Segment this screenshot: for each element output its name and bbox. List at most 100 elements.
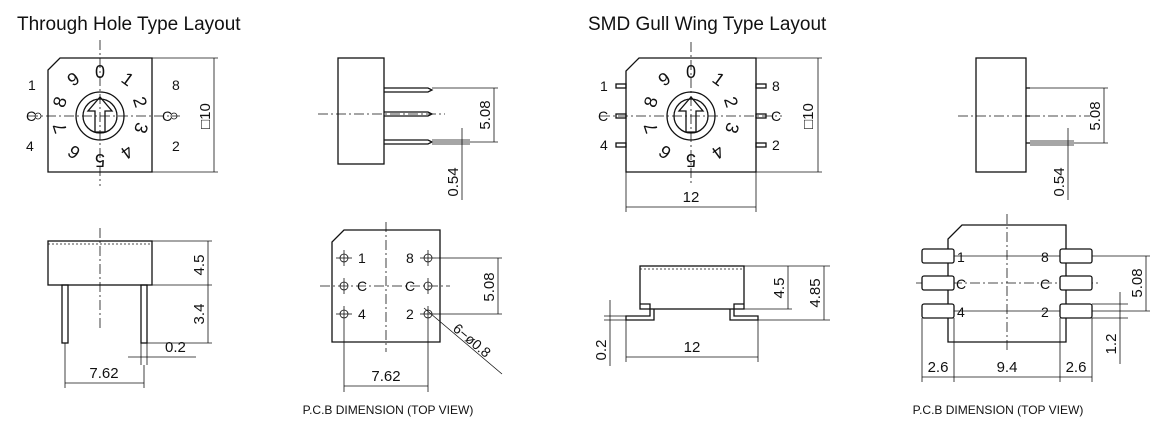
smd-dial-inner bbox=[673, 98, 709, 134]
th-digit-9: 9 bbox=[63, 68, 83, 90]
smd-pin-8-label: 8 bbox=[772, 78, 780, 94]
th-top-view: 0 1 2 3 4 5 6 7 8 9 1 C 4 8 C 2 □10 bbox=[26, 40, 218, 186]
th-dim-10: □10 bbox=[197, 103, 214, 129]
th-front-dim-34: 3.4 bbox=[191, 304, 208, 325]
smd-pin-c-right-label: C bbox=[771, 108, 781, 124]
smd-front-dim-02: 0.2 bbox=[593, 340, 610, 361]
th-front-dim-762: 7.62 bbox=[89, 365, 118, 382]
smd-front-body bbox=[639, 265, 745, 310]
smd-side-view: 5.08 0.54 bbox=[958, 57, 1108, 200]
smd-digit-7: 7 bbox=[640, 120, 662, 136]
th-front-dim-02: 0.2 bbox=[165, 339, 186, 356]
smd-top-lead-4 bbox=[615, 142, 627, 148]
th-front-view: 4.5 3.4 0.2 7.62 bbox=[47, 228, 212, 388]
th-dial-outer bbox=[75, 91, 125, 141]
smd-digit-9: 9 bbox=[654, 68, 674, 90]
th-pcb-leader-line bbox=[423, 307, 503, 375]
smd-pcb-pad-1 bbox=[921, 248, 955, 264]
smd-front-lead-right bbox=[729, 303, 759, 321]
smd-front-dim-12: 12 bbox=[684, 339, 701, 356]
th-digit-0: 0 bbox=[95, 62, 105, 82]
th-digit-8: 8 bbox=[49, 94, 71, 110]
th-pcb-caption: P.C.B DIMENSION (TOP VIEW) bbox=[303, 403, 474, 417]
smd-pin-c-left-label: C bbox=[598, 108, 608, 124]
smd-pcb-view: 1 C 4 8 C 2 5.08 1.2 2.6 9.4 2.6 P.C.B D… bbox=[913, 214, 1150, 417]
th-pcb-pin-c-left: C bbox=[357, 278, 367, 294]
smd-front-view: 4.5 4.85 0.2 12 bbox=[593, 265, 830, 366]
th-digit-3: 3 bbox=[130, 120, 152, 136]
smd-top-lead-8 bbox=[755, 83, 767, 89]
th-pin-8-label: 8 bbox=[172, 77, 180, 93]
th-pcb-pin-c-right: C bbox=[405, 278, 415, 294]
th-pcb-pin-2: 2 bbox=[406, 306, 414, 322]
smd-front-dim-485: 4.85 bbox=[807, 278, 824, 307]
th-side-body bbox=[337, 57, 385, 165]
smd-pcb-pin-8: 8 bbox=[1041, 249, 1049, 265]
th-front-pin-left bbox=[61, 284, 69, 344]
smd-top-lead-c-left bbox=[615, 113, 627, 119]
smd-top-lead-2 bbox=[755, 142, 767, 148]
th-pin-c-left-label: C bbox=[26, 108, 36, 124]
th-digit-2: 2 bbox=[129, 94, 151, 110]
th-side-dim-054: 0.54 bbox=[445, 167, 462, 196]
smd-digit-3: 3 bbox=[721, 120, 743, 136]
smd-front-dim-45: 4.5 bbox=[771, 278, 788, 299]
smd-digit-1: 1 bbox=[709, 68, 729, 90]
smd-dim-10: □10 bbox=[800, 103, 817, 129]
th-digit-4: 4 bbox=[117, 141, 137, 163]
smd-pcb-caption: P.C.B DIMENSION (TOP VIEW) bbox=[913, 403, 1084, 417]
smd-pcb-pin-c-right: C bbox=[1040, 276, 1050, 292]
smd-pin-2-label: 2 bbox=[772, 137, 780, 153]
th-front-pin-right bbox=[140, 284, 148, 344]
smd-pcb-pin-1: 1 bbox=[957, 249, 965, 265]
smd-top-lead-1 bbox=[615, 83, 627, 89]
title-through-hole: Through Hole Type Layout bbox=[17, 14, 241, 35]
smd-pcb-pad-8 bbox=[1059, 248, 1093, 264]
smd-digit-0: 0 bbox=[686, 62, 696, 82]
th-pcb-view: 1 C 4 8 C 2 5.08 6−ø0.8 7.62 P.C.B DIMEN… bbox=[303, 222, 503, 417]
smd-arrow-icon bbox=[677, 96, 705, 133]
smd-pcb-pad-2 bbox=[1059, 303, 1093, 319]
th-pcb-pin-4: 4 bbox=[358, 306, 366, 322]
smd-pin-4-label: 4 bbox=[600, 137, 608, 153]
smd-pcb-pin-4: 4 bbox=[957, 304, 965, 320]
th-digit-7: 7 bbox=[49, 120, 71, 136]
smd-pcb-dim-26-left: 2.6 bbox=[928, 359, 949, 376]
smd-digit-8: 8 bbox=[640, 94, 662, 110]
th-front-dim-45: 4.5 bbox=[191, 255, 208, 276]
th-pcb-dim-762: 7.62 bbox=[371, 368, 400, 385]
smd-pcb-dim-508: 5.08 bbox=[1129, 268, 1146, 297]
th-pcb-pin-8: 8 bbox=[406, 250, 414, 266]
smd-pcb-pin-2: 2 bbox=[1041, 304, 1049, 320]
smd-top-lead-c-right bbox=[755, 113, 767, 119]
th-side-pin-bot bbox=[384, 139, 434, 145]
th-pcb-hole-dim: 6−ø0.8 bbox=[450, 320, 494, 361]
th-side-pin-mid bbox=[384, 111, 434, 117]
th-side-dim-508: 5.08 bbox=[477, 100, 494, 129]
th-pcb-dim-508: 5.08 bbox=[481, 272, 498, 301]
th-pcb-outline bbox=[331, 229, 441, 343]
th-pcb-holes bbox=[336, 250, 436, 322]
th-arrow-icon bbox=[86, 96, 114, 133]
smd-pcb-pad-4 bbox=[921, 303, 955, 319]
th-dial-inner bbox=[82, 98, 118, 134]
th-pin-4-label: 4 bbox=[26, 138, 34, 154]
smd-pcb-pad-c-right bbox=[1059, 275, 1093, 291]
smd-top-view: 0 1 2 3 4 5 6 7 8 9 1 C 4 8 C 2 □10 12 bbox=[598, 42, 822, 212]
th-pin-2-label: 2 bbox=[172, 138, 180, 154]
smd-digit-6: 6 bbox=[655, 141, 675, 163]
smd-pcb-dim-12: 1.2 bbox=[1103, 334, 1120, 355]
smd-digit-2: 2 bbox=[720, 94, 742, 110]
title-smd-gull-wing: SMD Gull Wing Type Layout bbox=[588, 14, 827, 35]
smd-digit-4: 4 bbox=[708, 141, 728, 163]
smd-digit-5: 5 bbox=[686, 150, 696, 170]
th-pin-c-left-mark bbox=[34, 112, 42, 120]
smd-pcb-dim-26-right: 2.6 bbox=[1066, 359, 1087, 376]
smd-dial-outer bbox=[666, 91, 716, 141]
th-side-pin-top bbox=[384, 87, 434, 93]
th-side-view: 5.08 0.54 bbox=[318, 57, 498, 200]
th-pin-1-label: 1 bbox=[28, 77, 36, 93]
th-digit-6: 6 bbox=[64, 141, 84, 163]
smd-side-dim-508: 5.08 bbox=[1087, 101, 1104, 130]
